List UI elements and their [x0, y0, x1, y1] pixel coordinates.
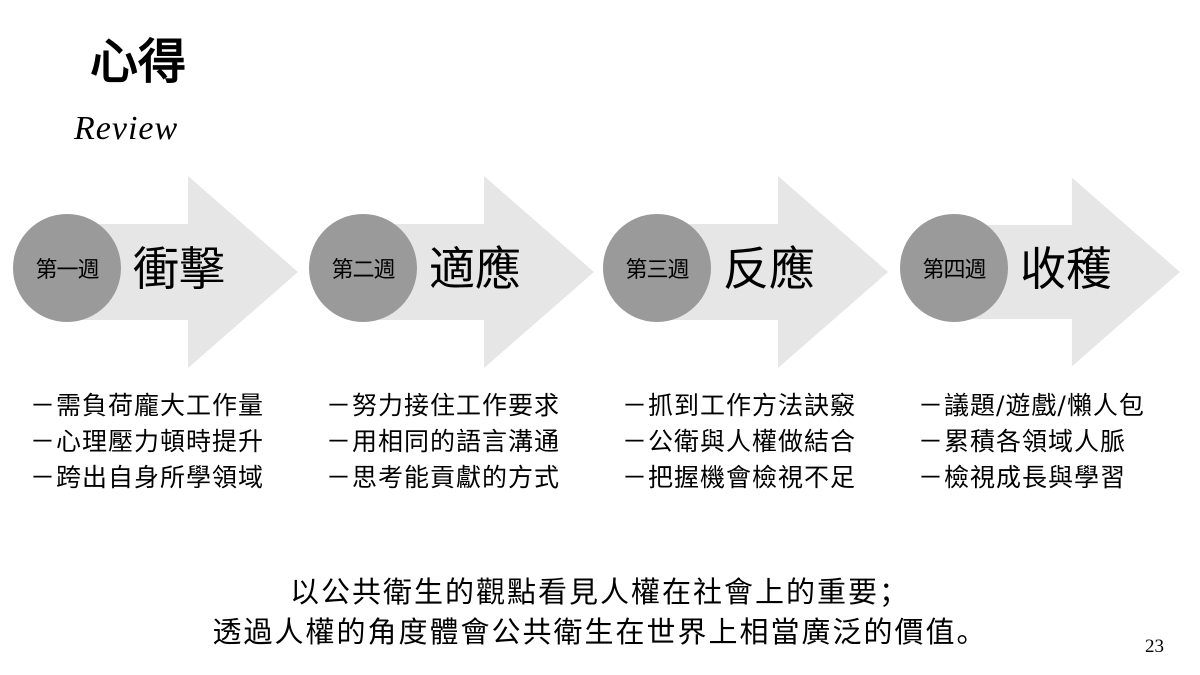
stage-points-1: －需負荷龐大工作量 －心理壓力頓時提升 －跨出自身所學領域	[30, 388, 264, 496]
point-item: －議題/遊戲/懶人包	[918, 391, 1145, 420]
week-badge-3: 第三週	[603, 214, 711, 322]
summary-line-1: 以公共衛生的觀點看見人權在社會上的重要；	[289, 575, 910, 609]
week-label: 第四週	[922, 258, 986, 283]
week-badge-2: 第二週	[309, 214, 417, 322]
stage-title: 反應	[723, 242, 815, 296]
slide-title: 心得	[90, 34, 187, 90]
arrow-shape-2	[356, 176, 594, 368]
stage-title: 衝擊	[133, 242, 225, 296]
stage-week-4: 第四週 收穫	[895, 176, 1185, 368]
stage-week-2: 第二週 適應	[304, 176, 594, 368]
point-item: －把握機會檢視不足	[622, 463, 857, 492]
point-item: －公衛與人權做結合	[622, 427, 857, 456]
week-badge-1: 第一週	[13, 214, 121, 322]
stage-week-3: 第三週 反應	[598, 176, 888, 368]
point-item: －檢視成長與學習	[918, 463, 1127, 492]
week-label: 第二週	[331, 258, 395, 283]
arrow-shape-4	[946, 177, 1180, 367]
summary-line-2: 透過人權的角度體會公共衛生在世界上相當廣泛的價值。	[212, 615, 988, 649]
stage-title: 適應	[429, 242, 521, 296]
stage-week-1: 第一週 衝擊	[8, 176, 298, 368]
point-item: －思考能貢獻的方式	[326, 463, 561, 492]
stage-points-3: －抓到工作方法訣竅 －公衛與人權做結合 －把握機會檢視不足	[622, 388, 856, 496]
point-item: －抓到工作方法訣竅	[622, 391, 857, 420]
point-item: －用相同的語言溝通	[326, 427, 561, 456]
arrow-shape-1	[60, 176, 298, 368]
summary-text: 以公共衛生的觀點看見人權在社會上的重要； 透過人權的角度體會公共衛生在世界上相當…	[0, 572, 1200, 652]
stage-title: 收穫	[1020, 242, 1112, 296]
page-number: 23	[1145, 636, 1164, 657]
week-label: 第一週	[35, 258, 99, 283]
point-item: －努力接住工作要求	[326, 391, 561, 420]
stage-points-4: －議題/遊戲/懶人包 －累積各領域人脈 －檢視成長與學習	[918, 388, 1145, 496]
point-item: －跨出自身所學領域	[30, 463, 265, 492]
point-item: －需負荷龐大工作量	[30, 391, 265, 420]
week-badge-4: 第四週	[900, 214, 1008, 322]
slide-subtitle: Review	[74, 110, 179, 147]
week-label: 第三週	[625, 258, 689, 283]
arrow-shape-3	[650, 176, 888, 368]
point-item: －累積各領域人脈	[918, 427, 1127, 456]
point-item: －心理壓力頓時提升	[30, 427, 265, 456]
stage-points-2: －努力接住工作要求 －用相同的語言溝通 －思考能貢獻的方式	[326, 388, 560, 496]
